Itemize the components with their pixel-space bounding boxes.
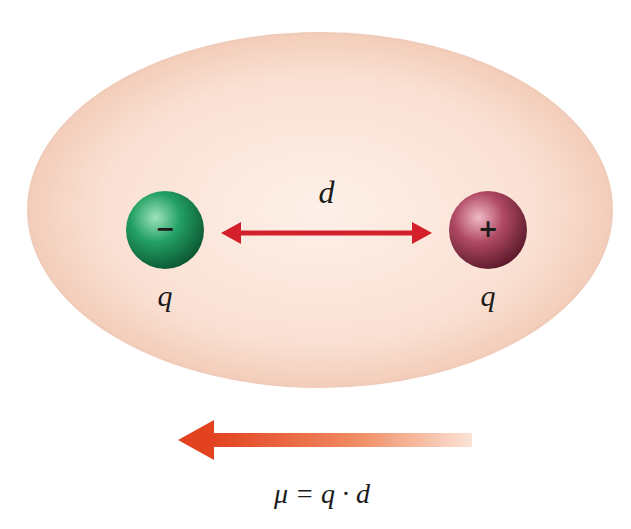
charge-sign: + <box>448 190 528 270</box>
charge-sphere: + <box>448 190 528 270</box>
charge-node: −q <box>115 190 215 312</box>
dipole-formula: μ = q · d <box>274 478 370 510</box>
dipole-moment-arrow <box>178 420 472 460</box>
electron-cloud <box>28 33 612 387</box>
distance-label: d <box>319 174 335 211</box>
distance-arrow <box>221 222 432 244</box>
charge-label: q <box>115 280 215 312</box>
charge-node: +q <box>438 190 538 312</box>
charge-sign: − <box>125 190 205 270</box>
charge-sphere: − <box>125 190 205 270</box>
charge-label: q <box>438 280 538 312</box>
